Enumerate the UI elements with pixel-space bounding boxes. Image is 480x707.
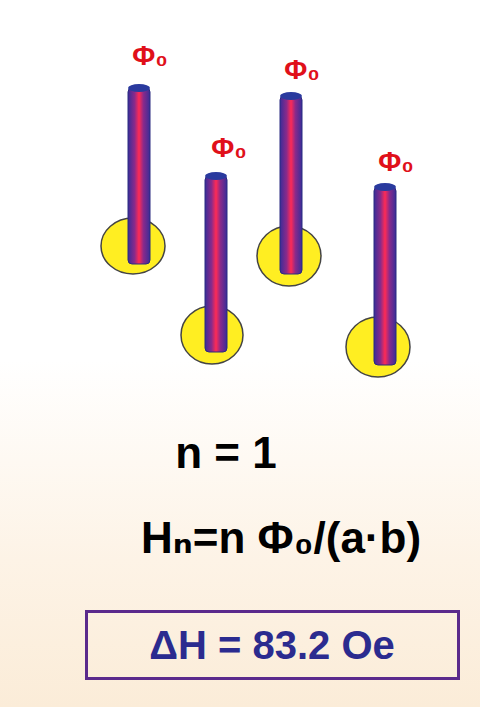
result-box: ΔH = 83.2 Oe — [85, 610, 460, 680]
field-formula: Hₙ=n Φ₀/(a·b) — [141, 514, 421, 562]
flux-quantum: Φ₀ — [378, 147, 414, 178]
vortex-1 — [101, 84, 165, 274]
vortex-3 — [257, 92, 321, 286]
flux-tube — [280, 96, 302, 274]
tube-cap — [128, 84, 150, 92]
index-label: n = 1 — [175, 429, 277, 477]
flux-quantum: Φ₀ — [211, 133, 247, 164]
vortex-2 — [181, 172, 243, 364]
flux-tube — [128, 88, 150, 264]
flux-quantum: Φ₀ — [132, 41, 168, 72]
flux-tube — [374, 187, 396, 365]
tube-cap — [280, 92, 302, 100]
tube-cap — [205, 172, 227, 180]
tube-cap — [374, 183, 396, 191]
flux-tube — [205, 176, 227, 352]
result-text: ΔH = 83.2 Oe — [149, 623, 395, 667]
vortex-4 — [346, 183, 410, 377]
flux-quantum: Φ₀ — [284, 55, 320, 86]
